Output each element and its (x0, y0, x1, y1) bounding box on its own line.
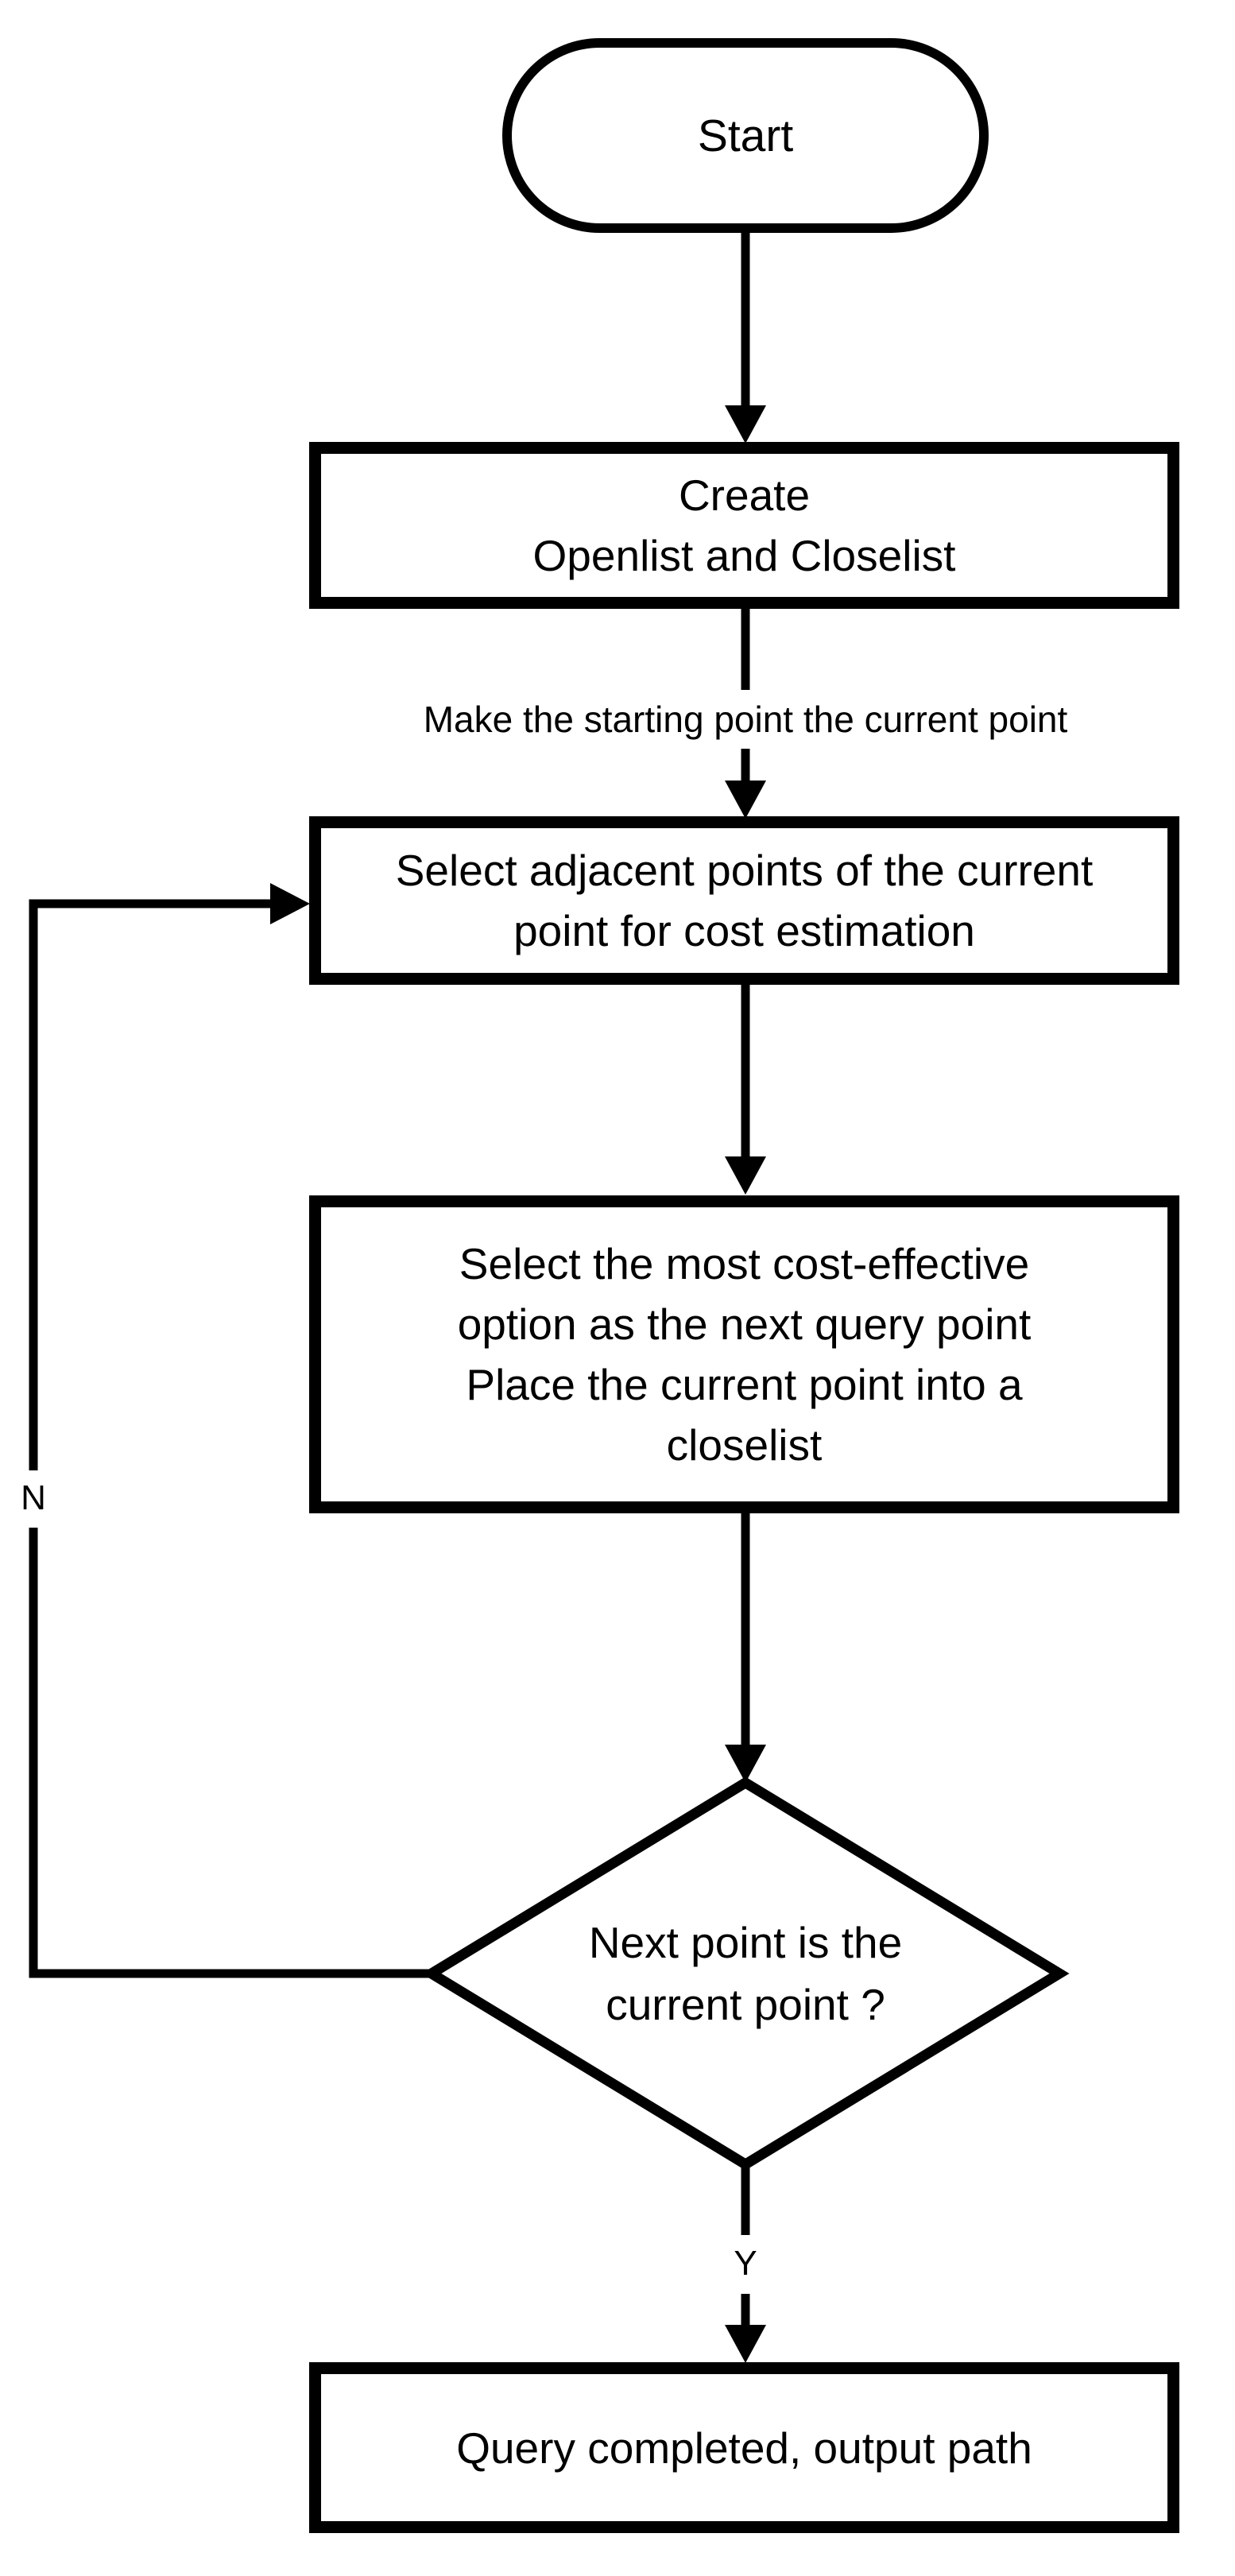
arrowhead-into-query-completed (725, 2325, 766, 2363)
arrowhead-into-select-adjacent (725, 781, 766, 819)
node-next-point-decision-label: Next point is the current point ? (507, 1904, 984, 2043)
node-select-adjacent-label: Select adjacent points of the current po… (395, 846, 1094, 955)
edge-label-make-starting-point-text: Make the starting point the current poin… (423, 699, 1068, 740)
yes-branch-label-text: Y (734, 2244, 757, 2283)
arrowhead-into-select-cost (725, 1156, 766, 1195)
edge-no-loop-upper (29, 899, 273, 1470)
edge-label-make-starting-point: Make the starting point the current poin… (348, 695, 1143, 744)
no-branch-label-text: N (21, 1478, 46, 1517)
node-create-lists-label: Create Openlist and Closelist (532, 471, 956, 580)
node-query-completed-label: Query completed, output path (456, 2423, 1032, 2473)
arrowhead-into-select-adjacent-left (270, 883, 310, 924)
node-query-completed: Query completed, output path (309, 2362, 1179, 2533)
yes-branch-label: Y (720, 2243, 771, 2284)
node-next-point-decision-text: Next point is the current point ? (588, 1918, 903, 2029)
node-select-adjacent: Select adjacent points of the current po… (309, 816, 1179, 985)
node-start-label: Start (697, 110, 794, 161)
node-select-cost-effective: Select the most cost-effective option as… (309, 1195, 1179, 1513)
node-start: Start (502, 38, 989, 233)
no-branch-label: N (8, 1478, 59, 1518)
node-create-lists: Create Openlist and Closelist (309, 442, 1179, 609)
decision-diamond-shape (421, 1776, 1070, 2171)
arrowhead-into-create (725, 405, 766, 444)
node-select-cost-effective-label: Select the most cost-effective option as… (457, 1239, 1032, 1470)
arrowhead-into-decision (725, 1745, 766, 1783)
edge-no-loop-lower (29, 1528, 432, 1978)
